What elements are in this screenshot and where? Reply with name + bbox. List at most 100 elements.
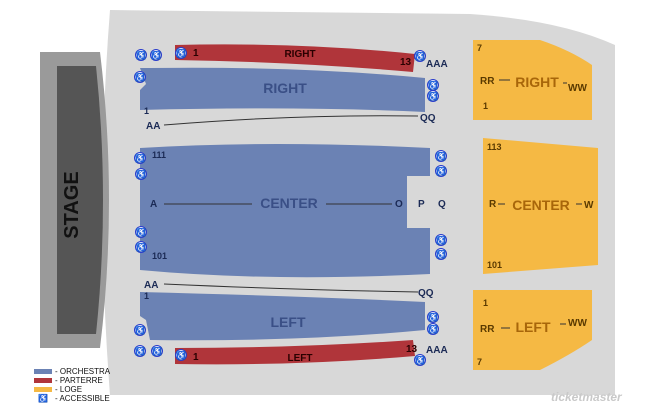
legend-label-accessible: - ACCESSIBLE [55,394,110,403]
loge-center-name: CENTER [512,197,570,213]
accessible-seat-icon[interactable]: ♿ [435,150,447,162]
stage-label: STAGE [61,171,83,238]
svg-text:♿: ♿ [176,48,186,58]
svg-text:♿: ♿ [415,355,425,365]
svg-text:♿: ♿ [136,242,146,252]
accessible-seat-icon[interactable]: ♿ [435,234,447,246]
accessible-seat-icon[interactable]: ♿ [175,47,187,59]
loge-right-top: 7 [477,43,482,53]
parterre-right-row: AAA [426,59,448,70]
svg-text:♿: ♿ [152,346,162,356]
loge-center-row-last: W [584,200,594,211]
accessible-seat-icon[interactable]: ♿ [414,50,426,62]
parterre-left-section[interactable] [175,340,415,365]
accessible-seat-icon[interactable]: ♿ [427,323,439,335]
legend-swatch-parterre [34,378,52,383]
parterre-right-seat-last: 13 [400,57,412,68]
accessible-seat-icon[interactable]: ♿ [135,168,147,180]
orchestra-left-row-start: 1 [144,291,149,301]
loge-left-name: LEFT [516,319,551,335]
orchestra-center-row-first: A [150,199,157,210]
accessible-seat-icon[interactable]: ♿ [134,324,146,336]
accessible-seat-icon[interactable]: ♿ [427,90,439,102]
legend-swatch-loge [34,387,52,392]
loge-right-row-first: RR [480,76,495,87]
orchestra-right-row-line [163,115,419,126]
legend: - ORCHESTRA - PARTERRE - LOGE ♿ - ACCESS… [34,367,110,403]
legend-item-loge: - LOGE [34,385,110,394]
accessible-seat-icon[interactable]: ♿ [150,49,162,61]
svg-text:♿: ♿ [136,227,146,237]
loge-right-section[interactable] [473,40,592,120]
parterre-left-seat-last: 13 [406,344,418,355]
stage[interactable] [57,66,103,334]
orchestra-center-name: CENTER [260,195,318,211]
orchestra-center-row-p: P [418,199,425,210]
svg-text:♿: ♿ [428,91,438,101]
svg-text:♿: ♿ [428,324,438,334]
accessible-seat-icon[interactable]: ♿ [134,71,146,83]
legend-label-orchestra: - ORCHESTRA [55,367,111,376]
legend-item-accessible: ♿ - ACCESSIBLE [34,394,110,403]
orchestra-center-seat-top-left: 111 [152,150,166,160]
accessible-seat-icon[interactable]: ♿ [135,49,147,61]
orchestra-center-seat-bottom-left: 101 [152,251,167,261]
orchestra-left-section[interactable] [140,292,425,341]
parterre-left-name: LEFT [288,353,313,364]
parterre-right-seat-first: 1 [193,48,199,59]
accessible-seat-icon[interactable]: ♿ [135,241,147,253]
orchestra-center-section[interactable] [140,144,430,278]
accessible-seat-icon[interactable]: ♿ [435,165,447,177]
orchestra-right-name: RIGHT [263,80,307,96]
loge-left-row-first: RR [480,324,495,335]
loge-right-row-last: WW [568,83,587,94]
loge-center-section[interactable] [483,138,598,274]
legend-label-parterre: - PARTERRE [55,376,103,385]
svg-text:♿: ♿ [135,325,145,335]
parterre-left-row: AAA [426,345,448,356]
accessible-seat-icon[interactable]: ♿ [151,345,163,357]
svg-text:♿: ♿ [135,153,145,163]
orchestra-right-row-last: QQ [420,113,436,124]
legend-item-parterre: - PARTERRE [34,376,110,385]
loge-left-top: 1 [483,298,488,308]
legend-item-orchestra: - ORCHESTRA [34,367,110,376]
orchestra-left-row-last: QQ [418,288,434,299]
svg-text:♿: ♿ [415,51,425,61]
parterre-left-seat-first: 1 [193,352,199,363]
svg-text:♿: ♿ [436,249,446,259]
accessible-seat-icon[interactable]: ♿ [134,152,146,164]
svg-text:♿: ♿ [151,50,161,60]
accessible-seat-icon[interactable]: ♿ [427,79,439,91]
svg-text:♿: ♿ [436,166,446,176]
svg-text:♿: ♿ [136,50,146,60]
accessible-seats: ♿♿♿♿♿♿♿♿♿♿♿♿♿♿♿♿♿♿♿♿♿♿ [134,47,447,366]
accessible-icon: ♿ [38,394,48,403]
loge-right-bottom: 1 [483,101,488,111]
loge-left-bottom: 7 [477,357,482,367]
accessible-seat-icon[interactable]: ♿ [134,345,146,357]
loge-center-top: 113 [487,142,502,152]
accessible-seat-icon[interactable]: ♿ [175,349,187,361]
ticketmaster-logo: ticketmaster [551,390,622,404]
orchestra-left-row-first: AA [144,280,158,291]
svg-text:♿: ♿ [428,312,438,322]
svg-text:♿: ♿ [136,169,146,179]
loge-center-row-first: R [489,199,497,210]
svg-text:♿: ♿ [176,350,186,360]
orchestra-right-row-start: 1 [144,106,149,116]
parterre-right-section[interactable] [175,44,415,72]
orchestra-left-name: LEFT [271,314,306,330]
accessible-seat-icon[interactable]: ♿ [414,354,426,366]
orchestra-right-row-first: AA [146,121,160,132]
parterre-right-name: RIGHT [284,49,315,60]
svg-text:♿: ♿ [135,72,145,82]
orchestra-center-row-q: Q [438,199,446,210]
accessible-seat-icon[interactable]: ♿ [427,311,439,323]
accessible-seat-icon[interactable]: ♿ [135,226,147,238]
accessible-seat-icon[interactable]: ♿ [435,248,447,260]
orchestra-right-section[interactable] [140,67,425,112]
svg-text:♿: ♿ [135,346,145,356]
loge-left-section[interactable] [473,290,592,370]
